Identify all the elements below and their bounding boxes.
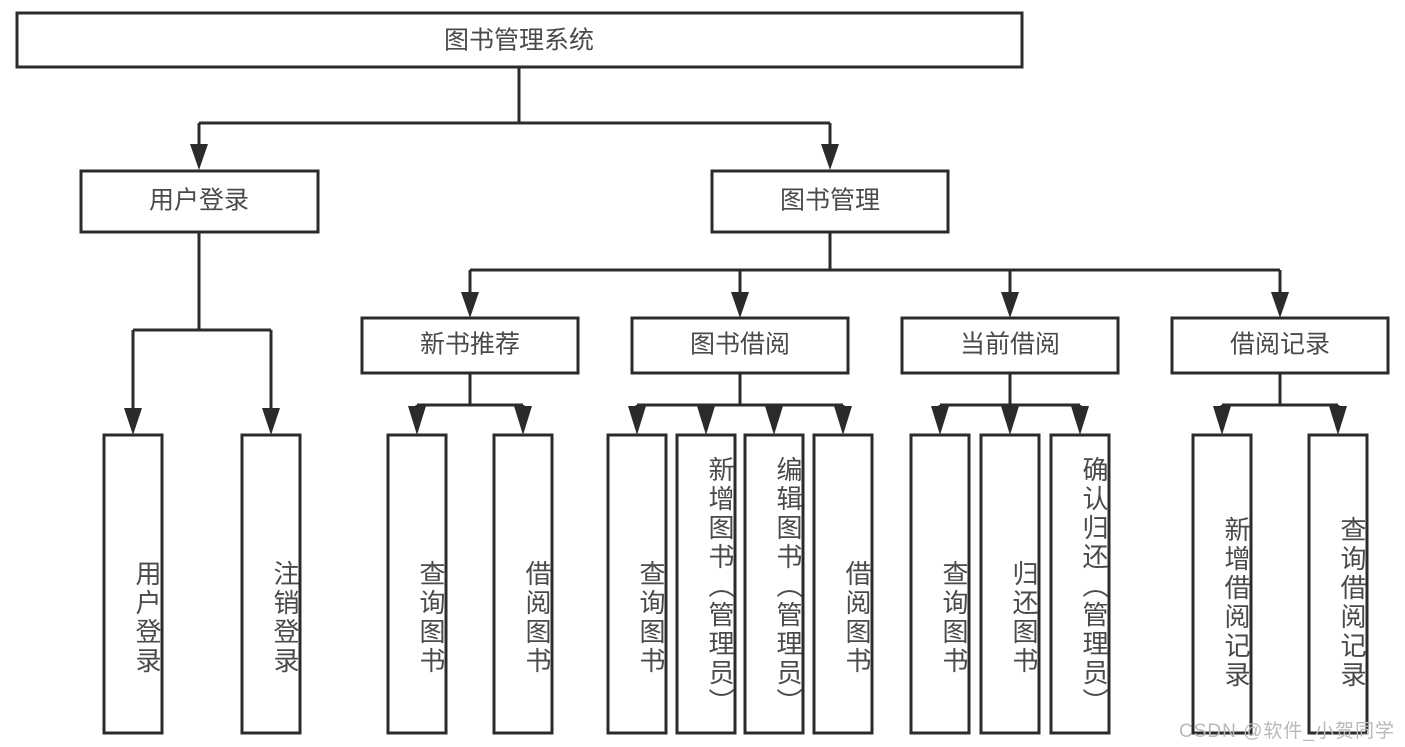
node-book-borrow-box[interactable] bbox=[630, 316, 850, 375]
node-current-borrow[interactable]: 当前借阅 bbox=[900, 316, 1120, 375]
arrowhead-icon bbox=[1329, 406, 1347, 435]
arrowhead-icon bbox=[190, 144, 208, 170]
leaf-box-borrow-book-2[interactable] bbox=[812, 433, 874, 735]
arrowhead-icon bbox=[124, 408, 142, 435]
node-borrow-records[interactable]: 借阅记录 bbox=[1170, 316, 1390, 375]
leaf-box-add-record[interactable] bbox=[1191, 433, 1253, 735]
arrowhead-icon bbox=[1001, 406, 1019, 435]
arrowhead-icon bbox=[834, 406, 852, 435]
node-new-book-recommend[interactable]: 新书推荐 bbox=[360, 316, 580, 375]
arrowhead-icon bbox=[1271, 292, 1289, 318]
arrowhead-icon bbox=[1071, 406, 1089, 435]
leaf-box-group bbox=[102, 433, 1369, 735]
node-root[interactable]: 图书管理系统 bbox=[15, 11, 1024, 69]
arrowhead-icon bbox=[731, 292, 749, 318]
leaf-box-query-book-1[interactable] bbox=[386, 433, 448, 735]
arrowhead-icon bbox=[765, 406, 783, 435]
node-borrow-records-box[interactable] bbox=[1170, 316, 1390, 375]
leaf-box-return-book[interactable] bbox=[979, 433, 1041, 735]
arrowhead-icon bbox=[1213, 406, 1231, 435]
leaf-box-query-book-3[interactable] bbox=[909, 433, 971, 735]
csdn-watermark: CSDN @软件_小贺同学 bbox=[1179, 721, 1395, 742]
arrowhead-icon bbox=[821, 144, 839, 170]
leaf-box-query-record[interactable] bbox=[1307, 433, 1369, 735]
node-root-label: 图书管理系统 bbox=[444, 27, 594, 55]
arrowhead-icon bbox=[697, 406, 715, 435]
arrowhead-icon bbox=[514, 406, 532, 435]
arrowhead-icon bbox=[408, 406, 426, 435]
node-root-box[interactable] bbox=[15, 11, 1024, 69]
connector-group bbox=[124, 67, 1347, 435]
leaf-box-logout[interactable] bbox=[240, 433, 302, 735]
arrowhead-icon bbox=[262, 408, 280, 435]
node-current-borrow-box[interactable] bbox=[900, 316, 1120, 375]
leaf-box-user-login[interactable] bbox=[102, 433, 164, 735]
node-current-borrow-label: 当前借阅 bbox=[960, 331, 1060, 359]
node-borrow-records-label: 借阅记录 bbox=[1230, 331, 1330, 359]
leaf-box-edit-book[interactable] bbox=[743, 433, 805, 735]
leaf-box-borrow-book-1[interactable] bbox=[492, 433, 554, 735]
leaf-box-add-book[interactable] bbox=[675, 433, 737, 735]
arrowhead-icon bbox=[931, 406, 949, 435]
node-book-management-box[interactable] bbox=[710, 169, 950, 234]
arrowhead-icon bbox=[628, 406, 646, 435]
node-book-management-label: 图书管理 bbox=[780, 187, 880, 215]
node-user-login[interactable]: 用户登录 bbox=[79, 169, 320, 234]
node-book-borrow-label: 图书借阅 bbox=[690, 331, 790, 359]
node-book-management[interactable]: 图书管理 bbox=[710, 169, 950, 234]
leaf-box-query-book-2[interactable] bbox=[606, 433, 668, 735]
arrowhead-icon bbox=[1001, 292, 1019, 318]
node-user-login-label: 用户登录 bbox=[149, 187, 249, 215]
node-book-borrow[interactable]: 图书借阅 bbox=[630, 316, 850, 375]
node-user-login-box[interactable] bbox=[79, 169, 320, 234]
arrowhead-icon bbox=[461, 292, 479, 318]
node-new-book-recommend-box[interactable] bbox=[360, 316, 580, 375]
leaf-box-confirm-return[interactable] bbox=[1049, 433, 1111, 735]
node-new-book-recommend-label: 新书推荐 bbox=[420, 331, 520, 359]
